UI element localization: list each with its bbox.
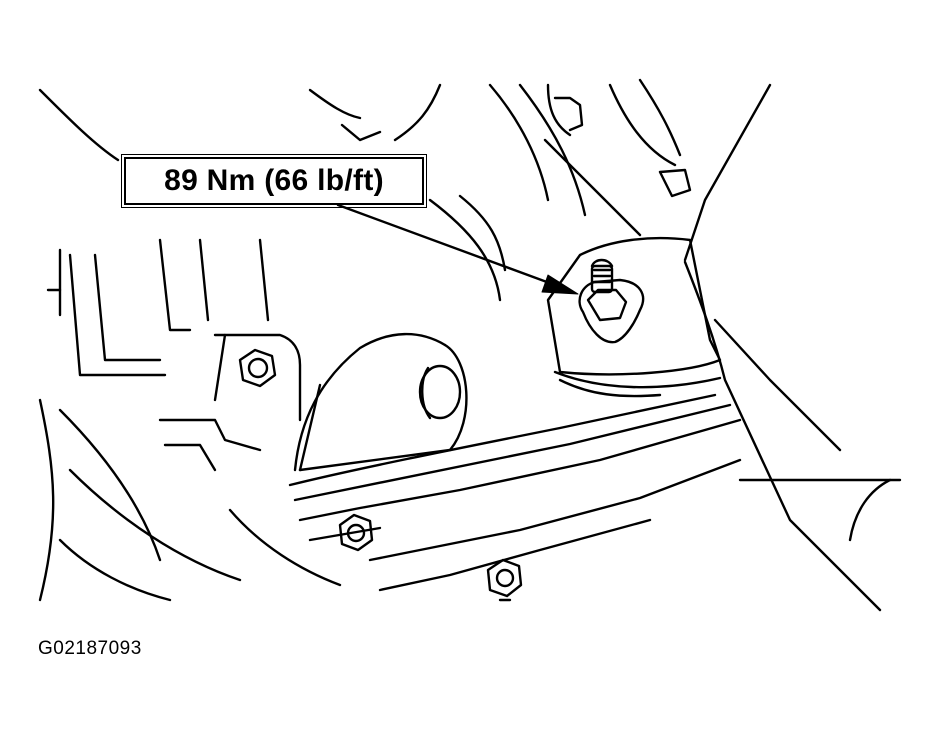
mount-bracket: [546, 236, 722, 398]
arrow-head: [541, 274, 579, 295]
lower-bolt-left: [338, 513, 374, 552]
mount-arm: [213, 333, 742, 592]
rubber-insulator: [293, 332, 468, 472]
upper-bolt: [238, 348, 277, 388]
figure-id: G02187093: [38, 638, 142, 659]
torque-callout: 89 Nm (66 lb/ft): [121, 154, 427, 208]
mount-nut: [578, 258, 645, 344]
leader-arrow: [336, 203, 557, 287]
engine-block-outline: [38, 83, 587, 302]
lower-bolt-right: [486, 558, 523, 602]
oil-pan-structure: [38, 238, 342, 602]
transmission-housing: [543, 78, 902, 612]
